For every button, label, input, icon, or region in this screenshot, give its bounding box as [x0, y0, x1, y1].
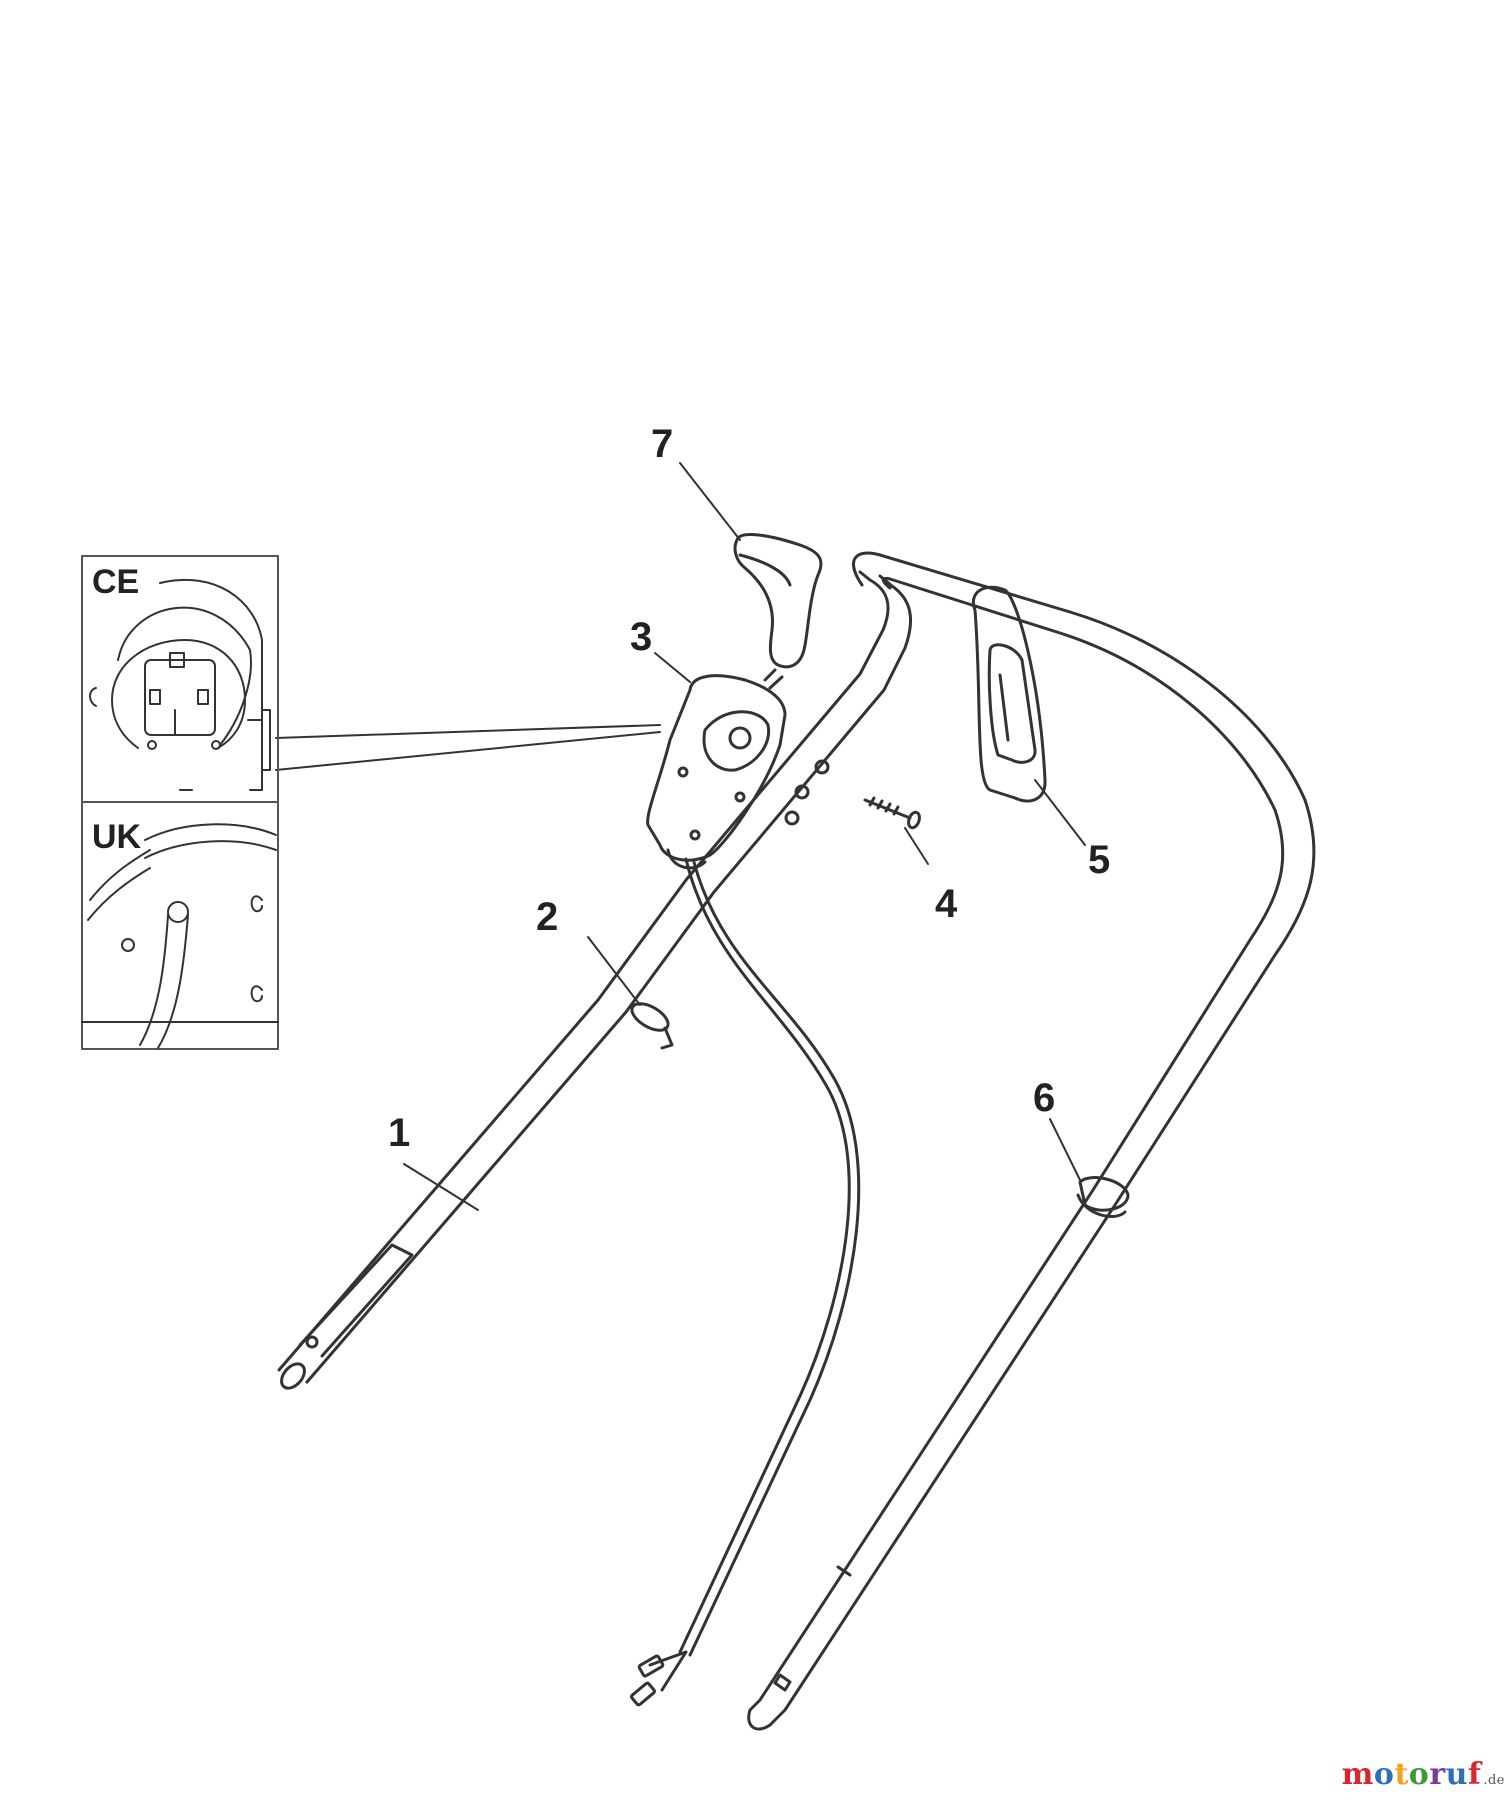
switch-box — [646, 668, 787, 870]
part-label-5: 5 — [1088, 838, 1110, 882]
cable-clip — [630, 1002, 674, 1050]
motoruf-logo: motoruf.de — [1342, 1757, 1505, 1792]
brand-wordmark: motoruf — [1341, 1757, 1482, 1792]
leader-lines — [403, 462, 1086, 1211]
socket-variant-inset — [81, 555, 279, 1050]
brand-tld: .de — [1483, 1773, 1505, 1788]
inset-label-ce: CE — [92, 563, 139, 601]
switch-cover — [733, 533, 823, 669]
part-label-7: 7 — [651, 422, 673, 466]
part-number-labels: 1 2 3 4 5 6 7 — [388, 422, 1110, 1155]
part-label-2: 2 — [536, 895, 558, 939]
part-label-1: 1 — [388, 1111, 410, 1155]
upper-handle-loop — [747, 551, 1316, 1731]
inset-label-uk: UK — [92, 818, 142, 856]
part-label-4: 4 — [935, 882, 958, 926]
lower-handle-tube — [277, 570, 913, 1390]
power-cable — [630, 857, 861, 1707]
cable-guide — [971, 585, 1047, 803]
screw — [863, 796, 921, 830]
part-label-3: 3 — [630, 615, 652, 659]
inset-connector-lines — [275, 724, 661, 771]
part-label-6: 6 — [1033, 1076, 1055, 1120]
